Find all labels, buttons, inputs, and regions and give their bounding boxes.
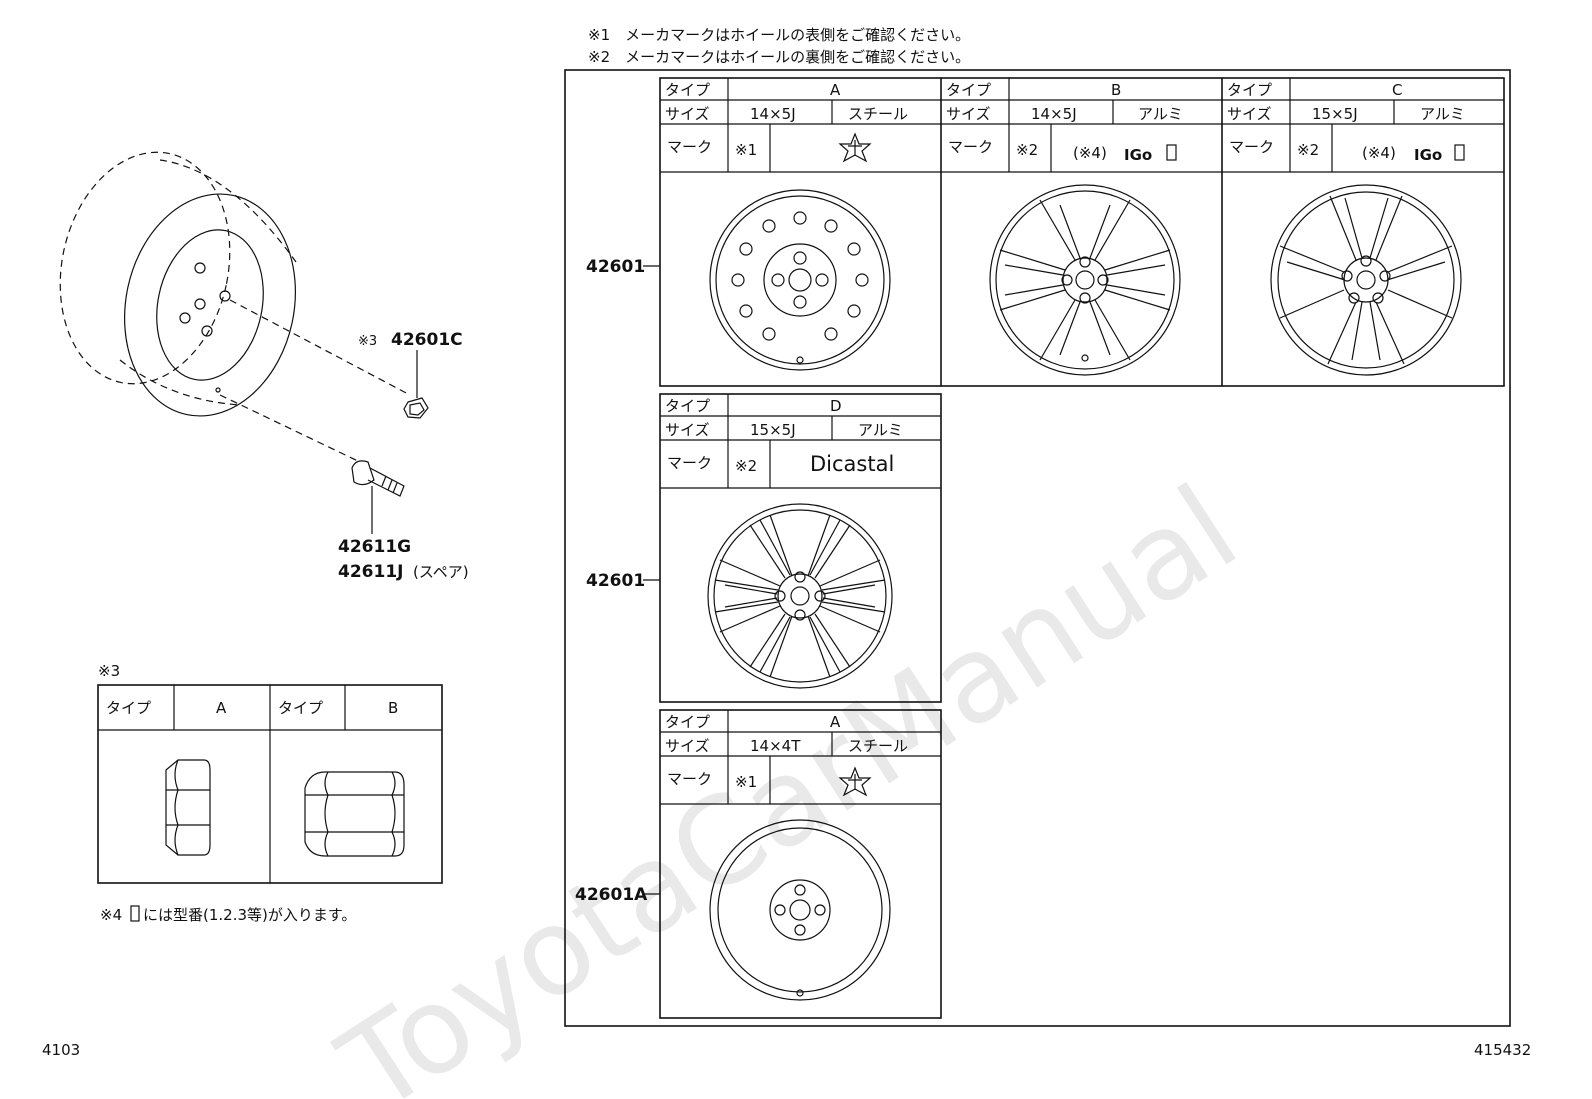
wheel-b-size-header: サイズ [946,105,991,123]
wheel-b-maker-logo: IGo [1124,146,1152,164]
wheel-c-ref4: (※4) [1362,144,1396,162]
wheel-c-mark-header: マーク [1229,138,1274,156]
wheel-d-brand-logo: Dicastal [810,452,894,476]
wheel-b-type-value: B [1111,81,1121,99]
note-4-prefix: ※4 [100,906,122,924]
valve-leader-line [219,394,361,463]
wheel-c-alloy-drawing [1270,184,1462,376]
wheel-d-mark-header: マーク [667,454,712,472]
wheel-d-size-value: 15×5J [750,421,796,439]
watermark: ToyotaCarManual [317,460,1261,1099]
nut-ref-label: ※3 [358,334,377,349]
wheel-table-row2 [659,393,942,703]
wheel-b-mark-header: マーク [948,138,993,156]
footer-left-code: 4103 [42,1041,80,1059]
wheel-c-type-header: タイプ [1227,81,1272,99]
wheel-spare-type-value: A [830,713,841,731]
row1-part-number: 42601 [586,257,645,277]
row3-part-number: 42601A [575,885,648,905]
nut-table-type-a-value: A [216,699,227,717]
wheel-spare-material: スチール [848,737,908,755]
valve-part-number: 42611G [338,537,411,557]
wheel-a-type-value: A [830,81,841,99]
wheel-c-size-value: 15×5J [1312,105,1358,123]
wheel-spare-steel-drawing [709,819,891,1001]
wheel-b-size-value: 14×5J [1031,105,1077,123]
maker-mark-star-icon [838,766,872,797]
wheel-b-alloy-drawing [989,184,1181,376]
wheel-spare-size-header: サイズ [665,737,710,755]
note-1: ※1 メーカマークはホイールの表側をご確認ください。 [588,26,970,44]
wheel-c-size-header: サイズ [1227,105,1272,123]
wheel-a-type-header: タイプ [665,81,710,99]
wheel-d-type-header: タイプ [665,397,710,415]
wheel-c-type-value: C [1392,81,1402,99]
wheel-b-type-header: タイプ [946,81,991,99]
wheel-table-row1 [659,77,1505,387]
wheel-a-mark-ref: ※1 [735,141,757,159]
footer-right-code: 415432 [1474,1041,1531,1059]
valve-drawing [351,460,405,534]
nut-table-type-a-header: タイプ [106,699,151,717]
wheel-spare-mark-ref: ※1 [735,773,757,791]
spare-wheel-drawing [59,151,297,417]
wheel-a-size-value: 14×5J [750,105,796,123]
maker-mark-star-icon [838,132,872,163]
wheel-d-material: アルミ [858,421,903,439]
nut-type-b-drawing [304,771,405,857]
wheel-a-size-header: サイズ [665,105,710,123]
wheel-b-ref4: (※4) [1073,144,1107,162]
wheel-d-mark-ref: ※2 [735,457,757,475]
wheel-table-row3 [659,709,942,1019]
wheel-b-model-box-icon [1166,144,1177,161]
nut-table-type-b-value: B [388,699,398,717]
wheel-c-maker-logo: IGo [1414,146,1442,164]
wheel-c-mark-ref: ※2 [1297,141,1319,159]
row2-part-number: 42601 [586,571,645,591]
nut-part-number: 42601C [391,330,463,350]
wheel-a-steel-drawing [709,189,891,371]
wheel-spare-mark-header: マーク [667,770,712,788]
wheel-d-type-value: D [830,397,842,415]
wheel-spare-size-value: 14×4T [750,737,801,755]
nut-table-note-label: ※3 [98,662,120,680]
wheel-catalog-frame [564,69,1511,1027]
nut-type-a-drawing [165,759,211,856]
wheel-a-material: スチール [848,105,908,123]
wheel-b-material: アルミ [1138,105,1183,123]
wheel-spare-type-header: タイプ [665,713,710,731]
note-2: ※2 メーカマークはホイールの裏側をご確認ください。 [588,48,970,66]
wheel-d-alloy-drawing [707,503,893,689]
nut-table-type-b-header: タイプ [278,699,323,717]
hub-nut-drawing [403,350,429,419]
wheel-b-mark-ref: ※2 [1016,141,1038,159]
note-4-box-icon [130,905,140,922]
wheel-c-model-box-icon [1454,144,1465,161]
note-4-text: には型番(1.2.3等)が入ります。 [143,906,356,924]
wheel-a-mark-header: マーク [667,138,712,156]
nut-leader-line [229,299,411,396]
wheel-c-material: アルミ [1420,105,1465,123]
valve-spare-suffix: (スペア) [413,563,469,581]
nut-type-table [97,684,443,884]
wheel-d-size-header: サイズ [665,421,710,439]
valve-spare-part-number: 42611J [338,562,403,582]
